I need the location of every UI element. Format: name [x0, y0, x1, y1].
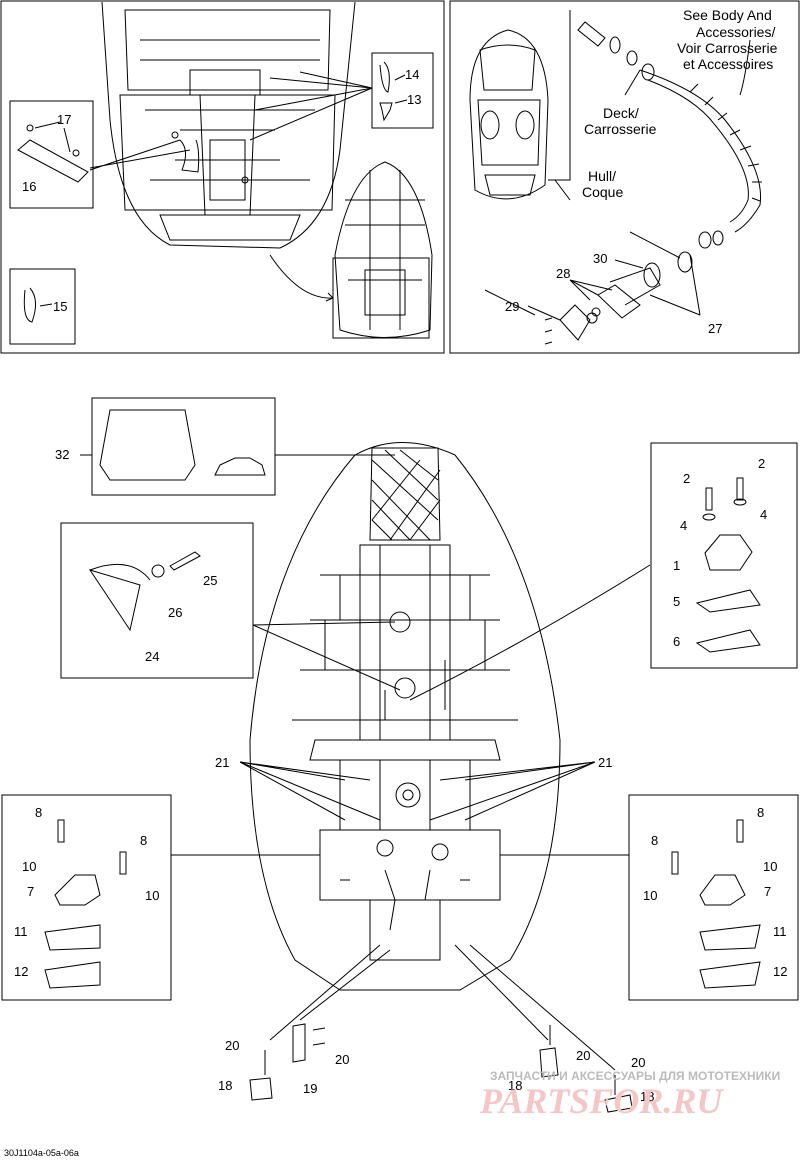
rivet-25: [169, 551, 201, 571]
shim-11-right: [699, 924, 761, 951]
callout-8-a: 8: [35, 805, 42, 820]
watermark-subtitle: ЗАПЧАСТИ И АКСЕССУАРЫ ДЛЯ МОТОТЕХНИКИ: [490, 1069, 780, 1083]
callout-21-right: 21: [598, 755, 612, 770]
hull-top-view-partial: [101, 1, 356, 249]
bracket-18-a: [249, 1077, 273, 1101]
callout-7-b: 7: [764, 884, 771, 899]
callout-18-c: 18: [640, 1089, 654, 1104]
callout-6: 6: [673, 634, 680, 649]
inset-arrow: [269, 254, 334, 299]
engine-mount-7-right: [699, 874, 746, 906]
callout-8-c: 8: [757, 805, 764, 820]
engine-mount-7-left: [54, 874, 101, 906]
drain-plug-assembly: [544, 251, 693, 345]
top-right-panel: [449, 0, 800, 354]
shim-12-right: [699, 961, 761, 989]
see-body-label-3: Voir Carrosserie: [677, 40, 778, 56]
top-left-panel: [0, 0, 445, 354]
hull-label-2: Coque: [582, 184, 623, 200]
drain-hose: [639, 69, 762, 233]
callout-10-d: 10: [643, 888, 657, 903]
callout-8-d: 8: [651, 833, 658, 848]
callout-12-b: 12: [773, 964, 787, 979]
clip-14: [379, 61, 390, 93]
callout-12-a: 12: [14, 964, 28, 979]
callout-1: 1: [673, 558, 680, 573]
see-body-label-4: et Accessoires: [683, 56, 773, 72]
shim-12-left: [44, 961, 101, 989]
callout-15: 15: [53, 299, 67, 314]
callout-7-a: 7: [27, 884, 34, 899]
deck-label-1: Deck/: [603, 105, 639, 121]
callout-20-d: 20: [631, 1055, 645, 1070]
callout-4-b: 4: [760, 507, 767, 522]
watercraft-3d-view: [469, 29, 549, 200]
callout-21-left: 21: [215, 755, 229, 770]
bracket-16: [17, 139, 89, 183]
callout-2-b: 2: [758, 456, 765, 471]
box-16-17: [9, 100, 94, 209]
callout-20-c: 20: [576, 1048, 590, 1063]
watermark-logo: PARTSFOR.RU: [479, 1081, 724, 1121]
callout-30: 30: [593, 251, 607, 266]
see-body-label-1: See Body And: [683, 7, 772, 23]
shim-11-left: [44, 924, 101, 951]
bumper-24: [88, 569, 141, 632]
box-24-26: [60, 522, 254, 679]
washer-26: [151, 564, 165, 578]
bracket-18-b: [539, 1047, 559, 1078]
callout-17: 17: [57, 112, 71, 127]
callout-11-a: 11: [14, 924, 28, 939]
box-mount-1: [650, 442, 798, 669]
callout-20-a: 20: [225, 1038, 239, 1053]
callout-32: 32: [55, 447, 69, 462]
callout-18-b: 18: [508, 1078, 522, 1093]
callout-5: 5: [673, 594, 680, 609]
box-mount-left: [1, 794, 172, 1001]
engine-mount-1: [704, 534, 753, 571]
callout-8-b: 8: [140, 833, 147, 848]
callout-24: 24: [145, 649, 159, 664]
callout-26: 26: [168, 605, 182, 620]
mat-32: [99, 409, 196, 481]
diagram-code: 30J1104a-05a-06a: [4, 1148, 79, 1158]
clip-15: [23, 287, 36, 323]
callout-10-a: 10: [22, 859, 36, 874]
callout-11-b: 11: [773, 924, 787, 939]
shim-5: [695, 589, 761, 613]
callout-2-a: 2: [683, 471, 690, 486]
callout-19: 19: [303, 1081, 317, 1096]
callout-10-c: 10: [763, 859, 777, 874]
bracket-18-c: [604, 1094, 633, 1113]
shim-6: [695, 629, 761, 653]
callout-4-a: 4: [680, 518, 687, 533]
callout-16: 16: [22, 179, 36, 194]
box-32: [91, 397, 276, 496]
callout-28: 28: [556, 266, 570, 281]
callout-29: 29: [505, 299, 519, 314]
hull-label-1: Hull/: [588, 168, 616, 184]
main-hull-top-view: [249, 442, 561, 991]
callout-25: 25: [203, 573, 217, 588]
fitting-top: [577, 21, 606, 47]
box-15: [9, 268, 76, 345]
callout-20-b: 20: [335, 1052, 349, 1067]
callout-14: 14: [405, 67, 419, 82]
see-body-label-2: Accessories/: [696, 24, 775, 40]
callout-27: 27: [708, 321, 722, 336]
box-13-14: [371, 52, 434, 129]
deck-label-2: Carrosserie: [584, 121, 657, 137]
mini-hull-inset: [332, 161, 433, 339]
callout-13: 13: [407, 92, 421, 107]
screw-13: [379, 102, 393, 122]
callout-18-a: 18: [218, 1078, 232, 1093]
box-mount-right: [628, 794, 799, 1001]
bracket-19: [292, 1023, 306, 1063]
callout-10-b: 10: [145, 888, 159, 903]
